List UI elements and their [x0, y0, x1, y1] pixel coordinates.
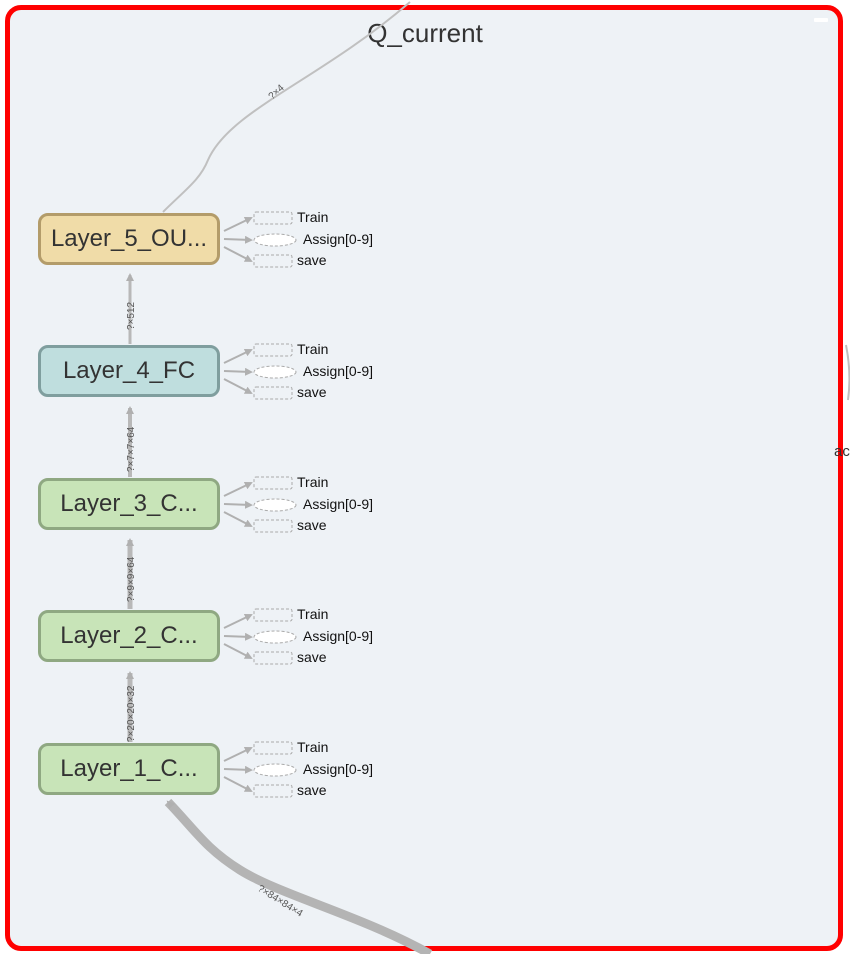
- aux-label-save[interactable]: save: [297, 252, 327, 268]
- aux-edge-save: [223, 511, 253, 527]
- aux-label-train[interactable]: Train: [297, 474, 329, 490]
- aux-stub-assign[interactable]: [253, 763, 297, 777]
- aux-edge-save: [223, 246, 253, 262]
- aux-edge-save: [223, 776, 253, 792]
- aux-edge-train: [223, 613, 253, 629]
- aux-label-assign[interactable]: Assign[0-9]: [303, 363, 374, 379]
- aux-label-save[interactable]: save: [297, 517, 327, 533]
- aux-stub-save[interactable]: [253, 386, 293, 400]
- aux-stub-save[interactable]: [253, 519, 293, 533]
- aux-stub-train[interactable]: [253, 476, 293, 490]
- aux-edge-train: [223, 216, 253, 232]
- aux-label-train[interactable]: Train: [297, 739, 329, 755]
- edge-label-l2-to-l3: ?×9×9×64: [126, 556, 137, 602]
- layer-2-conv-node[interactable]: Layer_2_C...: [38, 610, 220, 662]
- aux-stub-save[interactable]: [253, 651, 293, 665]
- aux-stub-assign[interactable]: [253, 630, 297, 644]
- aux-stub-assign[interactable]: [253, 498, 297, 512]
- aux-edge-train: [223, 481, 253, 497]
- aux-label-save[interactable]: save: [297, 782, 327, 798]
- edge-label-l3-to-l4: ?×7×7×64: [126, 426, 137, 472]
- layer-4-fc-node[interactable]: Layer_4_FC: [38, 345, 220, 397]
- edge-label-l4-to-l5: ?×512: [126, 301, 137, 330]
- edge-input: [164, 798, 433, 954]
- aux-edge-save: [223, 643, 253, 659]
- aux-edge-assign: [223, 765, 253, 774]
- aux-edge-assign: [223, 500, 253, 509]
- edge-q-output: [162, 1, 411, 213]
- edge-offscreen: [845, 344, 850, 401]
- aux-stub-assign[interactable]: [253, 365, 297, 379]
- aux-label-train[interactable]: Train: [297, 341, 329, 357]
- edge-label-l1-to-l2: ?×20×20×32: [126, 685, 137, 742]
- aux-stub-save[interactable]: [253, 254, 293, 268]
- layer-3-conv-node[interactable]: Layer_3_C...: [38, 478, 220, 530]
- aux-stub-train[interactable]: [253, 608, 293, 622]
- aux-label-assign[interactable]: Assign[0-9]: [303, 231, 374, 247]
- aux-label-assign[interactable]: Assign[0-9]: [303, 496, 374, 512]
- aux-label-assign[interactable]: Assign[0-9]: [303, 761, 374, 777]
- collapse-group-button[interactable]: [814, 18, 828, 22]
- aux-stub-train[interactable]: [253, 343, 293, 357]
- aux-label-save[interactable]: save: [297, 649, 327, 665]
- aux-stub-save[interactable]: [253, 784, 293, 798]
- aux-label-save[interactable]: save: [297, 384, 327, 400]
- aux-stub-assign[interactable]: [253, 233, 297, 247]
- edge-label-q-output: ?×4: [267, 82, 287, 102]
- aux-label-train[interactable]: Train: [297, 606, 329, 622]
- aux-stub-train[interactable]: [253, 741, 293, 755]
- group-title: Q_current: [367, 18, 483, 48]
- aux-edge-assign: [223, 235, 253, 244]
- aux-stub-train[interactable]: [253, 211, 293, 225]
- aux-label-train[interactable]: Train: [297, 209, 329, 225]
- aux-edge-assign: [223, 367, 253, 376]
- aux-edge-train: [223, 348, 253, 364]
- offscreen-label: ac: [834, 443, 850, 460]
- aux-edge-train: [223, 746, 253, 762]
- layer-5-output-node[interactable]: Layer_5_OU...: [38, 213, 220, 265]
- aux-edge-assign: [223, 632, 253, 641]
- aux-label-assign[interactable]: Assign[0-9]: [303, 628, 374, 644]
- aux-layer: [223, 211, 297, 798]
- layer-1-conv-node[interactable]: Layer_1_C...: [38, 743, 220, 795]
- aux-edge-save: [223, 378, 253, 394]
